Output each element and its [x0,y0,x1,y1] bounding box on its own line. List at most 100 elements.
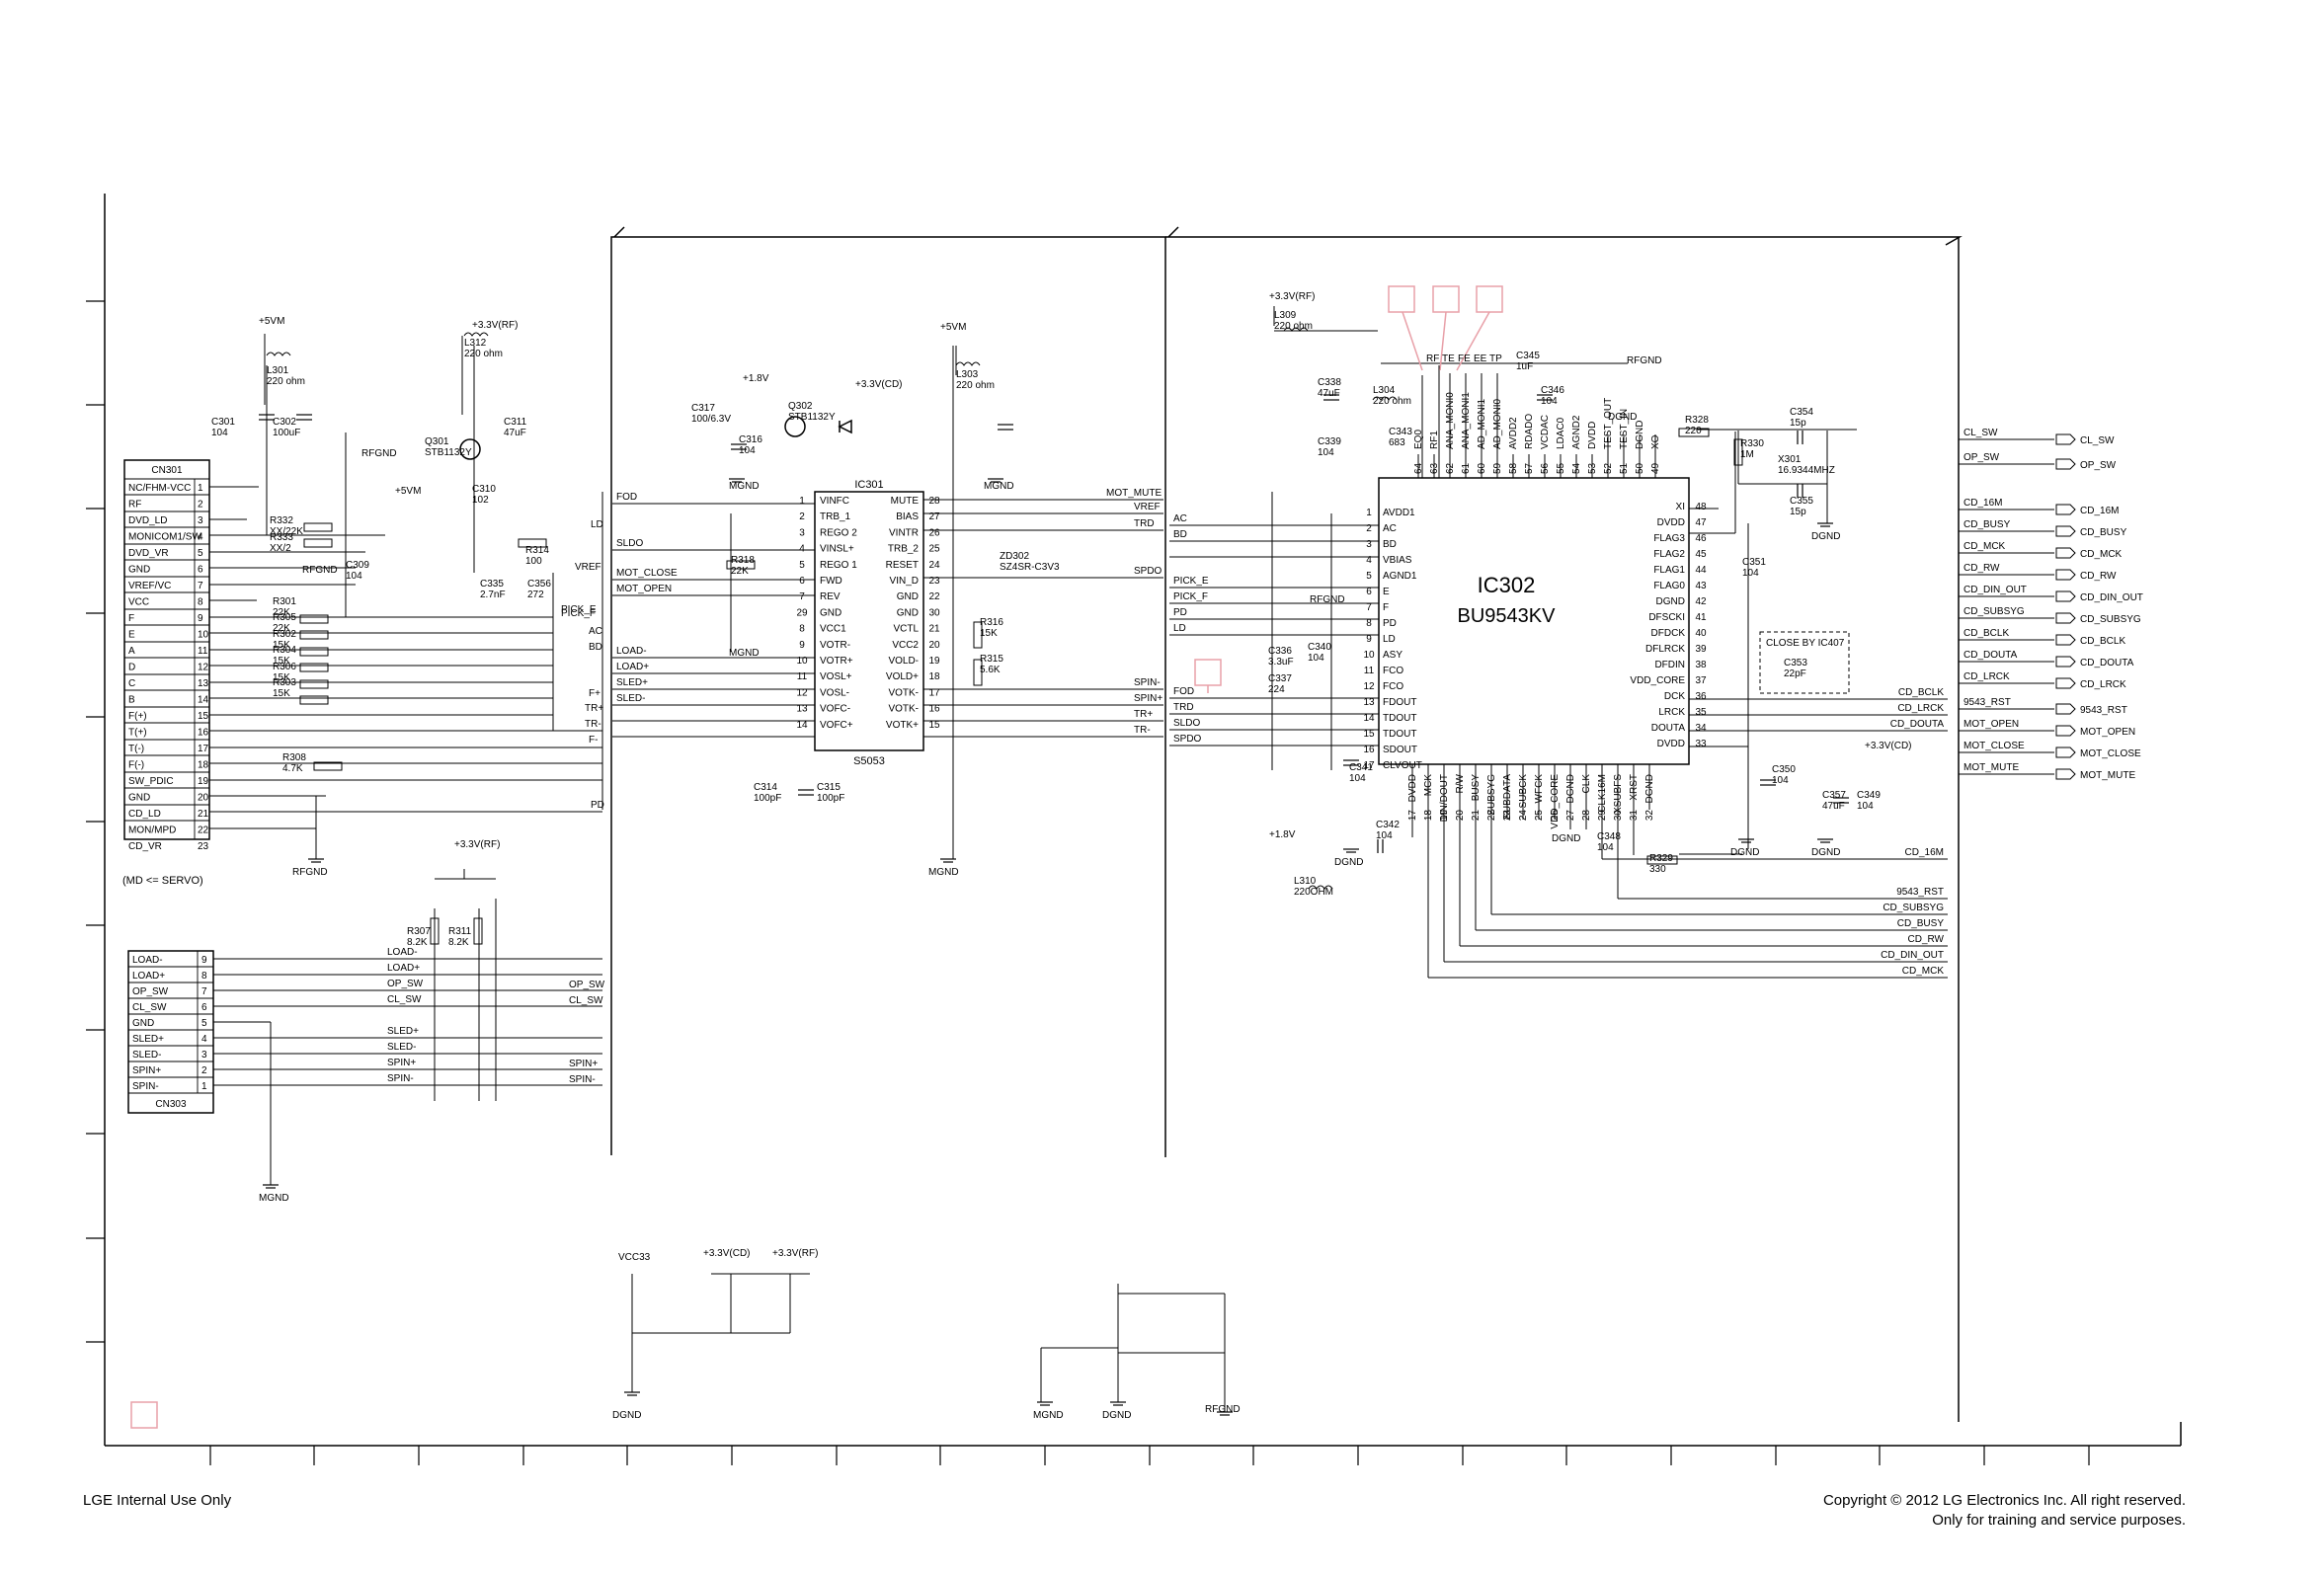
ic-pin-number: 50 [1635,462,1645,474]
ic-pin-name: DOUTA [1651,723,1686,734]
ic-pin-name: GND [897,591,919,602]
net-label: LOAD- [616,646,647,657]
output-port-label: MOT_CLOSE [2080,748,2141,759]
connector-pin-name: E [128,630,135,641]
component-ref: R316 [980,617,1003,628]
component-value: 15K [273,688,290,699]
test-point-label: RF [1426,354,1439,364]
output-port-label: MOT_OPEN [2080,727,2135,738]
ic-pin-name: DVDD [1657,739,1685,749]
test-point-marker [1388,285,1415,313]
ic-pin-number: 18 [1423,810,1434,822]
component-ref: R333 [270,532,293,543]
net-label: OP_SW [569,980,605,990]
component-value: STB1132Y [788,412,836,423]
ic-pin-number: 16 [1363,745,1375,755]
connector-pin-number: 23 [198,841,209,852]
ground-label: DGND [1334,857,1363,868]
net-label: LD [591,519,603,530]
ic-pin-name: PD [1383,618,1397,629]
ic-pin-name: FLAG1 [1653,565,1685,576]
ic-pin-number: 11 [1364,666,1375,676]
net-label: TR+ [1134,709,1153,720]
power-rail-label: +1.8V [1269,829,1296,840]
ic-pin-number: 12 [1363,681,1375,692]
net-label: CD_16M [1905,847,1944,858]
net-label: CD_RW [1963,563,2000,574]
component-ref: C316 [739,434,762,445]
output-port-label: CD_RW [2080,571,2117,582]
ic-pin-number: 40 [1695,628,1707,639]
ic-pin-name: DVDD [1587,422,1598,449]
connector-pin-number: 8 [198,597,203,608]
component-ref: L304 [1373,385,1396,396]
ic-pin-number: 39 [1695,644,1707,655]
net-label: TR- [585,719,601,730]
connector-pin-number: 12 [198,663,209,673]
ic-pin-name: DGND [1644,774,1655,803]
net-label: BD [1173,529,1187,540]
ic-pin-name: VCC1 [820,624,846,635]
ic-pin-name: DFDIN [1654,660,1685,670]
ic-pin-number: 29 [1597,810,1608,822]
component-value: 100pF [754,793,781,804]
ic-pin-number: 30 [928,607,940,618]
net-label: SPIN+ [387,1058,416,1068]
component-ref: C354 [1790,407,1813,418]
connector-pin-number: 5 [201,1018,207,1029]
ic-pin-number: 30 [1613,810,1624,822]
ground-label: MGND [259,1193,289,1204]
design-note: CLOSE BY IC407 [1766,638,1845,649]
internal-use-label: LGE Internal Use Only [83,1492,232,1509]
power-rail-label: VCC33 [618,1252,651,1263]
ic-pin-name: TRB_2 [888,544,920,555]
connector-pin-name: SLED- [132,1050,161,1061]
connector-title: CN301 [151,465,183,476]
component-ref: C349 [1857,790,1881,801]
component-ref: C339 [1318,436,1341,447]
test-point-label: TE [1442,354,1455,364]
connector-pin-name: DVD_VR [128,548,169,559]
ic-pin-name: LRCK [1658,707,1685,718]
connector-pin-name: OP_SW [132,986,169,997]
ic-pin-name: WFCK [1534,774,1545,804]
ic-part-number: S5053 [853,755,885,767]
component-value: 15K [980,628,998,639]
connector-pin-number: 20 [198,793,209,804]
component-ref: L312 [464,338,487,349]
component-value: XX/22K [270,526,303,537]
connector-pin-name: SLED+ [132,1034,164,1045]
ic-pin-name: VINTR [889,527,919,538]
net-label: MOT_CLOSE [616,568,678,579]
component-ref: R301 [273,596,296,607]
component-ref: C341 [1349,762,1373,773]
ic-pin-name: EQ0 [1413,430,1424,449]
power-rail-label: +3.3V(RF) [1269,291,1315,302]
component-ref: R314 [525,545,549,556]
ic-pin-name: TDOUT [1383,729,1416,740]
net-label: LOAD+ [616,662,649,672]
ic-pin-number: 62 [1445,462,1456,474]
ground-label: DGND [1102,1410,1131,1421]
net-label: LD [1173,623,1186,634]
ic-pin-number: 36 [1695,691,1707,702]
output-port-shape [2055,525,2076,537]
ic-pin-name: DFLRCK [1645,644,1685,655]
ic-pin-name: FLAG3 [1653,533,1685,544]
ground-label: MGND [984,481,1014,492]
component-value: 104 [211,428,228,438]
component-ref: R330 [1740,438,1764,449]
ic-pin-name: XSUBFS [1613,774,1624,814]
component-value: 100pF [817,793,844,804]
output-port-label: CD_16M [2080,506,2119,516]
net-label: TR- [1134,725,1151,736]
net-label: OP_SW [387,979,424,989]
component-value: 683 [1389,437,1405,448]
component-ref: R302 [273,629,296,640]
net-label: CD_BCLK [1963,628,2009,639]
component-value: 272 [527,590,544,600]
component-ref: R303 [273,677,296,688]
ic-pin-name: TDOUT [1383,713,1416,724]
connector-title: CN303 [155,1099,187,1110]
